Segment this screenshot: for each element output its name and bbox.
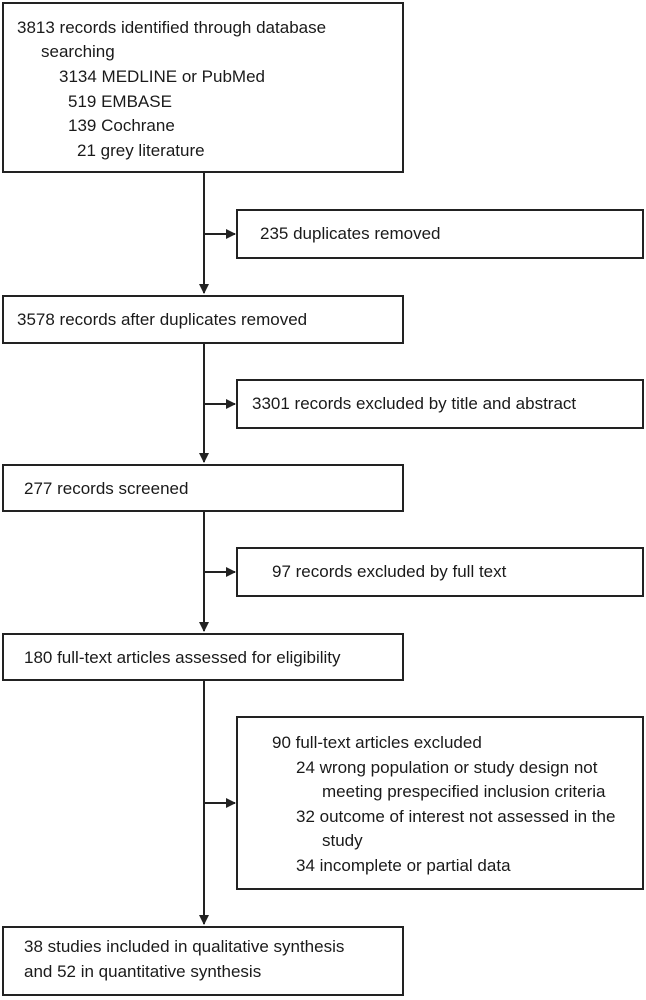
excluded-full-text-box: 97 records excluded by full text — [236, 547, 644, 597]
identification-line2: searching — [41, 42, 115, 61]
after-duplicates-text: 3578 records after duplicates removed — [17, 310, 308, 329]
duplicates-removed-text: 235 duplicates removed — [260, 224, 441, 243]
source-medline: 3134 MEDLINE or PubMed — [59, 67, 265, 86]
screened-text: 277 records screened — [24, 479, 189, 498]
reason-2-line2: study — [322, 831, 363, 850]
reason-3-line1: 34 incomplete or partial data — [296, 856, 511, 875]
after-duplicates-box: 3578 records after duplicates removed — [2, 295, 404, 344]
included-line2: and 52 in quantitative synthesis — [24, 962, 262, 981]
identification-box: 3813 records identified through database… — [2, 2, 404, 173]
reason-1-line1: 24 wrong population or study design not — [296, 758, 598, 777]
excluded-full-text-text: 97 records excluded by full text — [272, 562, 507, 581]
excluded-title-abstract-box: 3301 records excluded by title and abstr… — [236, 379, 644, 429]
included-line1: 38 studies included in qualitative synth… — [24, 937, 345, 956]
source-cochrane: 139 Cochrane — [68, 116, 175, 135]
screened-box: 277 records screened — [2, 464, 404, 512]
fulltext-excluded-header: 90 full-text articles excluded — [272, 733, 482, 752]
reason-2-line1: 32 outcome of interest not assessed in t… — [296, 807, 616, 826]
assessed-box: 180 full-text articles assessed for elig… — [2, 633, 404, 681]
duplicates-removed-box: 235 duplicates removed — [236, 209, 644, 259]
assessed-text: 180 full-text articles assessed for elig… — [24, 648, 341, 667]
source-embase: 519 EMBASE — [68, 92, 172, 111]
reason-1-line2: meeting prespecified inclusion criteria — [322, 782, 606, 801]
source-grey-literature: 21 grey literature — [77, 141, 205, 160]
fulltext-excluded-box: 90 full-text articles excluded 24 wrong … — [236, 716, 644, 890]
included-box: 38 studies included in qualitative synth… — [2, 926, 404, 996]
excluded-title-abstract-text: 3301 records excluded by title and abstr… — [252, 394, 577, 413]
identification-line1: 3813 records identified through database — [17, 18, 327, 37]
